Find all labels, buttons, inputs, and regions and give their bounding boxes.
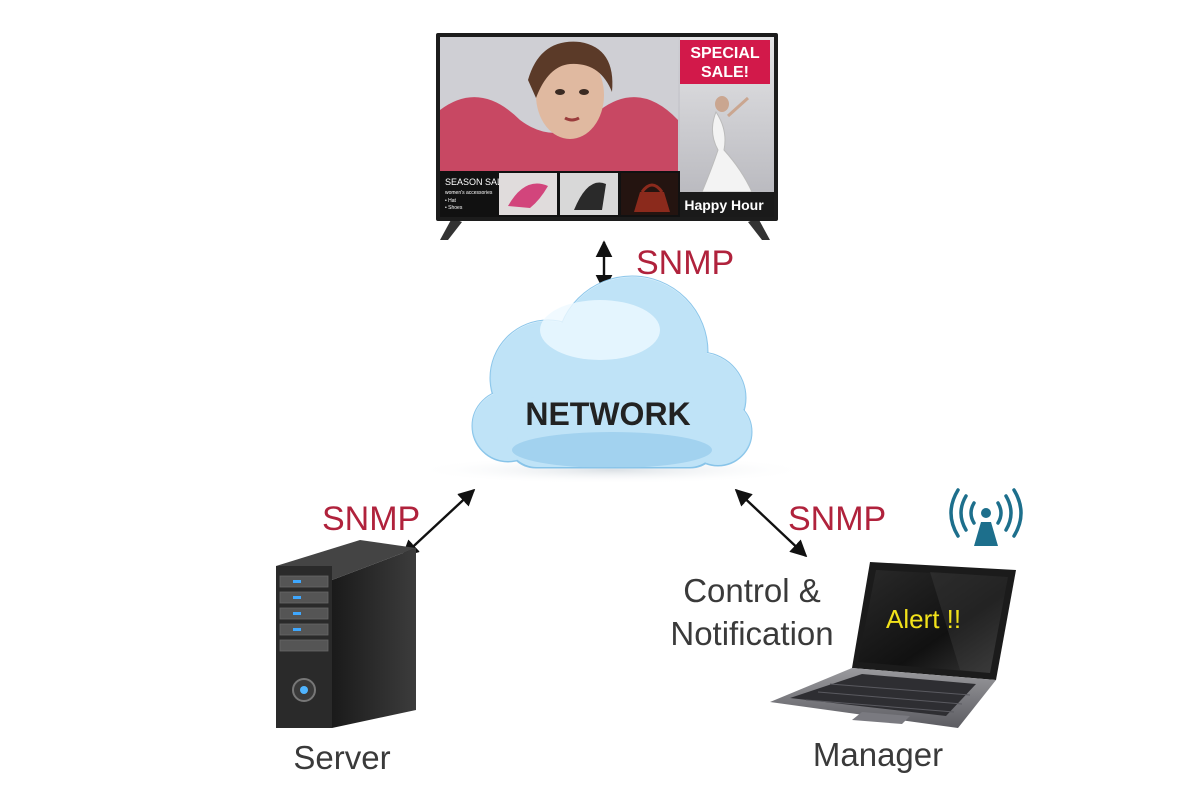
- season-title: SEASON SALE: [445, 177, 508, 187]
- arrow-network-manager: [734, 488, 808, 558]
- snmp-label-top: SNMP: [636, 244, 734, 282]
- server-label: Server: [293, 739, 390, 776]
- cloud-icon: [412, 275, 812, 484]
- promo-line1: SPECIAL: [690, 45, 760, 62]
- signage-display-icon: SPECIAL SALE! Happy Hour SEASON SALE wom…: [436, 33, 778, 240]
- season-item2: • Shoes: [445, 205, 463, 211]
- manager-label: Manager: [813, 736, 943, 773]
- server-tower-icon: [276, 540, 416, 728]
- season-item1: • Hat: [445, 198, 457, 204]
- network-label: NETWORK: [525, 396, 690, 432]
- snmp-label-left: SNMP: [322, 500, 420, 538]
- laptop-icon: [770, 562, 1016, 728]
- arrow-network-server: [401, 488, 476, 558]
- happy-hour-label: Happy Hour: [684, 197, 764, 213]
- alert-text: Alert !!: [886, 604, 961, 634]
- control-label-line2: Notification: [670, 615, 833, 652]
- season-subtitle: women's accessories: [445, 190, 493, 196]
- wireless-signal-icon: [949, 488, 1023, 546]
- control-label-line1: Control &: [683, 572, 821, 609]
- snmp-label-right: SNMP: [788, 500, 886, 538]
- promo-line2: SALE!: [701, 64, 749, 81]
